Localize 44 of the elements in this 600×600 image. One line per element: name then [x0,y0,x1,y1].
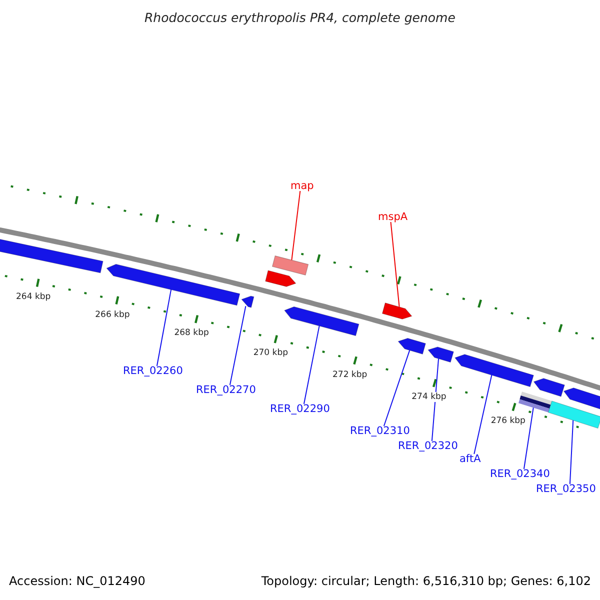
leader-line [523,407,534,470]
scale-label: 268 kbp [173,328,210,338]
gene-feature [533,378,565,397]
gene-feature [563,388,600,411]
gene-feature [272,255,309,276]
gene-feature [0,236,104,274]
leader-line [474,374,492,454]
gene-label: aftA [460,453,481,465]
gene-feature [398,338,426,354]
scale-label: 272 kbp [332,370,368,380]
gene-label: map [290,180,314,192]
leader-line [390,222,400,308]
gene-feature [284,306,360,336]
leader-line [229,306,246,386]
gene-feature [241,296,254,308]
gene-feature [454,354,534,388]
scale-label: 274 kbp [410,392,448,402]
gene-feature [382,302,412,320]
scale-label: 270 kbp [252,348,289,358]
gene-feature [265,270,296,287]
gene-label: RER_02340 [490,468,550,480]
gene-feature [548,400,600,429]
gene-label: mspA [378,211,408,223]
scale-label: 276 kbp [490,416,526,426]
gene-feature [106,264,240,306]
leader-line [569,420,574,484]
leader-line [383,350,410,426]
page-title: Rhodococcus erythropolis PR4, complete genome [144,10,456,25]
leader-line [303,325,320,404]
gene-label: RER_02260 [123,365,183,377]
leader-line [156,288,172,366]
gene-feature [518,392,552,412]
scale-label: 264 kbp [15,292,52,302]
leader-line [291,190,301,261]
genome-info-text: Topology: circular; Length: 6,516,310 bp; Genes: 6,102 [261,574,591,588]
gene-label: RER_02290 [270,403,330,415]
accession-text: Accession: NC_012490 [9,574,146,588]
gene-label: RER_02270 [196,384,256,396]
gene-label: RER_02350 [536,483,596,495]
gene-feature [428,346,454,363]
gene-label: RER_02310 [350,425,410,437]
leader-line [431,358,440,442]
scale-label: 266 kbp [94,310,131,320]
gene-label: RER_02320 [398,440,458,452]
